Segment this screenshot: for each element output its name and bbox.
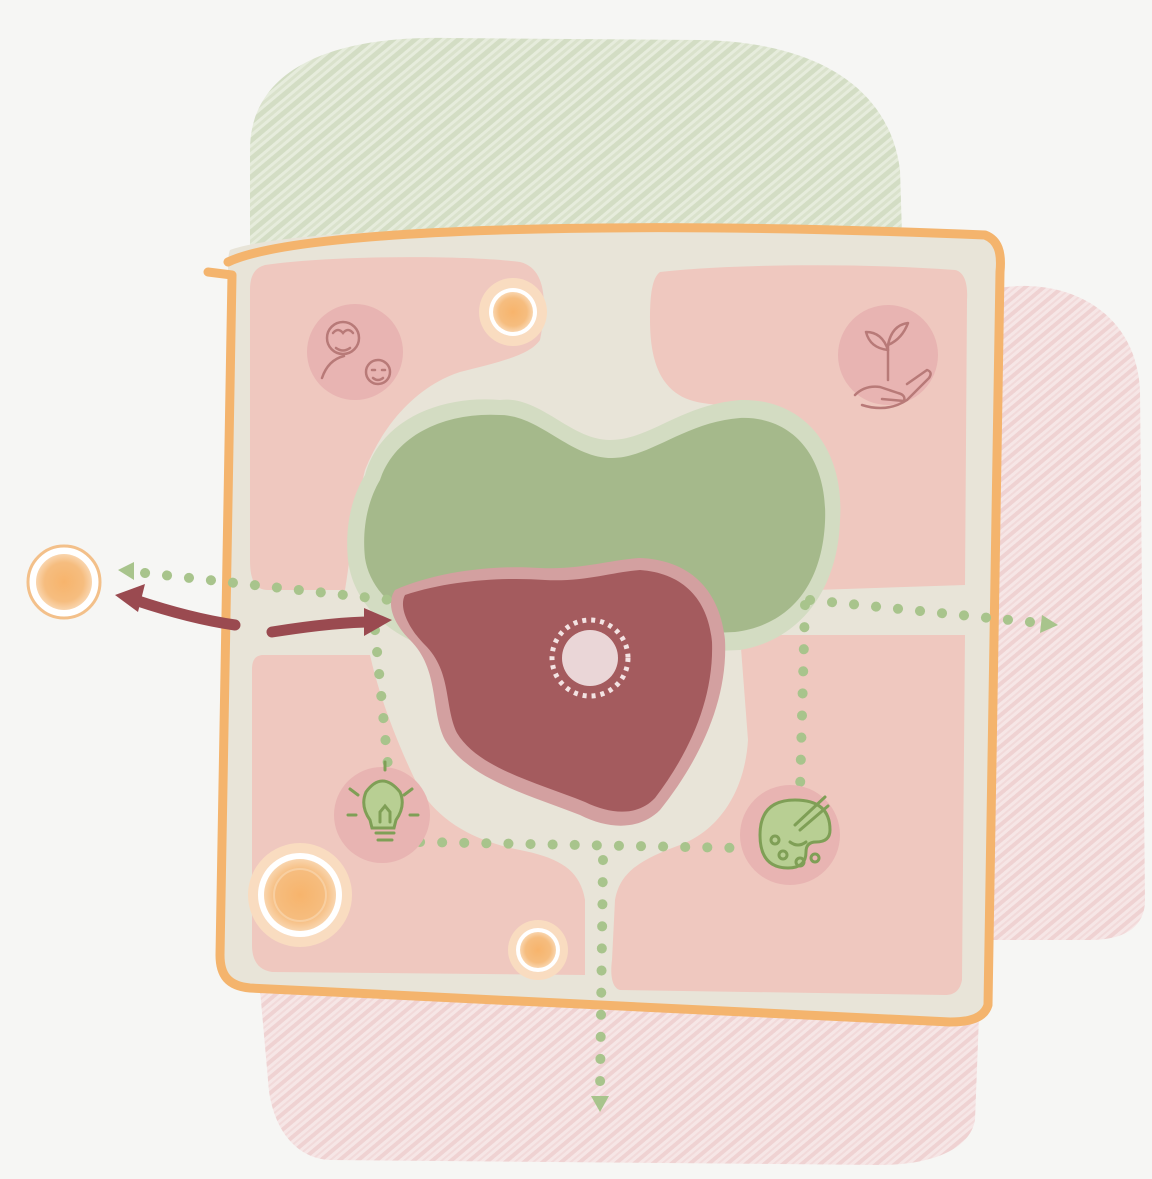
elderly-and-child-icon: [307, 304, 403, 400]
art-palette-icon: [740, 785, 840, 885]
red-arrow-outbound: [135, 600, 235, 625]
arrowhead-left: [118, 562, 134, 580]
sun-marker-outside: [28, 546, 100, 618]
sun-marker-top: [479, 278, 547, 346]
pink-hatched-zone-right: [990, 286, 1145, 940]
sun-marker-bottom-left: [248, 843, 352, 947]
sun-marker-bottom: [508, 920, 568, 980]
